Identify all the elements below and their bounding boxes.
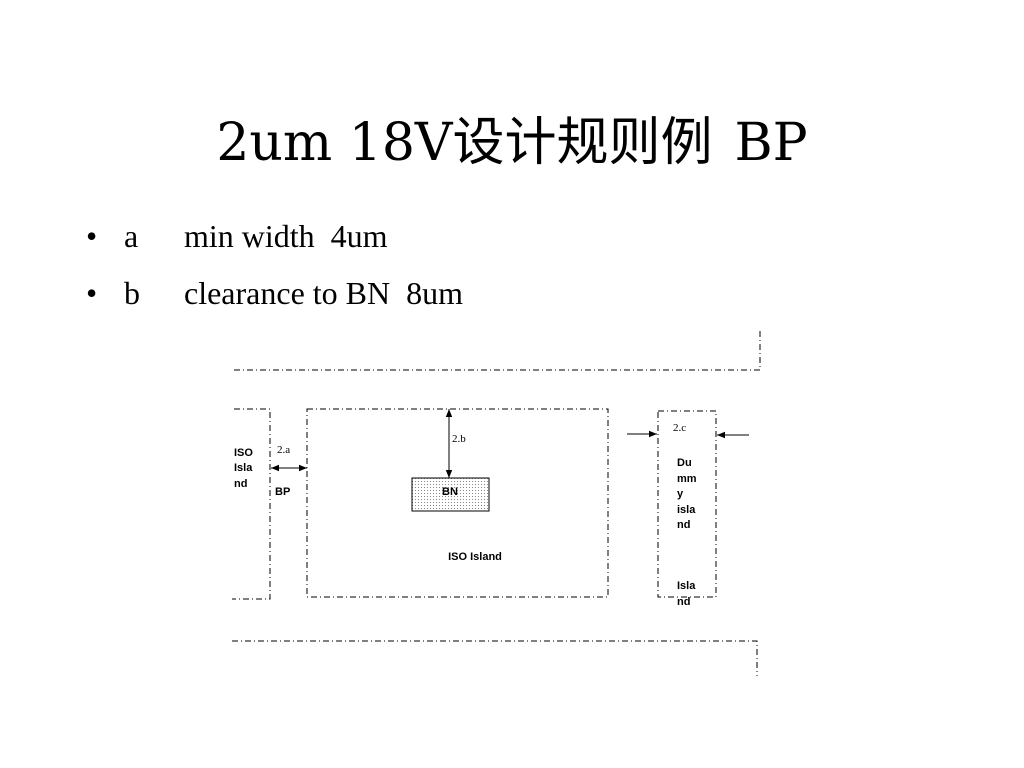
bn-label: BN <box>442 486 458 498</box>
bullet-item-b: • b clearance to BN 8um <box>86 271 463 328</box>
bullet-dot-icon: • <box>86 275 98 311</box>
bp-label: BP <box>275 486 290 498</box>
bullet-text: clearance to BN 8um <box>184 275 463 311</box>
title-main: 2um 18V设计规则例 <box>216 113 713 173</box>
title-suffix: BP <box>734 113 808 173</box>
dim-b-label: 2.b <box>452 433 466 445</box>
bullet-letter: b <box>124 275 140 311</box>
left-iso-island-outline <box>232 408 271 600</box>
left-island-label: ISO Isla nd <box>234 447 256 490</box>
bullet-text: min width 4um <box>184 218 388 254</box>
dummy-island-outline <box>657 410 717 598</box>
iso-island-outline <box>306 408 609 598</box>
bn-box <box>411 477 490 512</box>
bottom-boundary-line <box>232 640 758 676</box>
bullet-letter: a <box>124 218 139 254</box>
slide-title: 2um 18V设计规则例 BP <box>0 100 1024 175</box>
dim-c-label: 2.c <box>673 422 686 434</box>
island-label: Isla nd <box>677 580 698 608</box>
dummy-island-label: Du mm y isla nd <box>677 457 700 531</box>
top-boundary-line <box>234 331 761 371</box>
iso-island-label: ISO Island <box>448 551 502 563</box>
bullet-item-a: • a min width 4um <box>86 214 388 271</box>
bullet-dot-icon: • <box>86 218 98 254</box>
bullet-list: • a min width 4um • b clearance to BN 8u… <box>86 214 463 328</box>
dim-a-label: 2.a <box>277 444 290 456</box>
